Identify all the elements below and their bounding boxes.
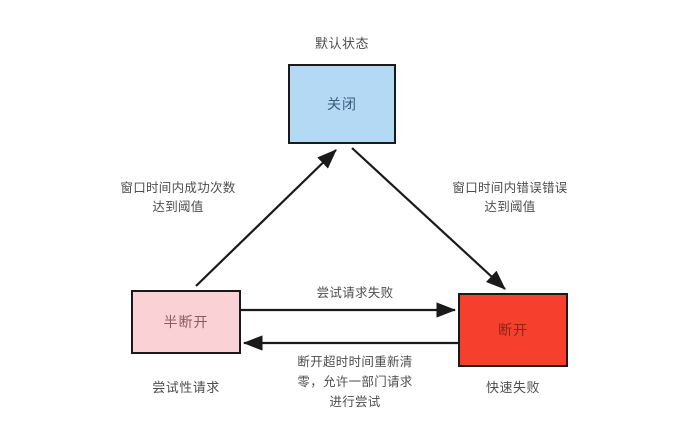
node-closed[interactable]: 关闭 bbox=[288, 64, 396, 144]
edge-half-open-to-closed bbox=[195, 149, 337, 287]
node-half-open[interactable]: 半断开 bbox=[131, 290, 241, 354]
node-open[interactable]: 断开 bbox=[458, 293, 568, 367]
node-half-open-caption: 尝试性请求 bbox=[152, 381, 220, 396]
node-half-open-label: 半断开 bbox=[163, 315, 209, 331]
edge-label-half-open-to-open: 尝试请求失败 bbox=[316, 285, 394, 300]
edge-closed-to-open bbox=[351, 147, 506, 290]
node-open-caption: 快速失败 bbox=[485, 381, 540, 396]
node-open-label: 断开 bbox=[498, 323, 528, 339]
edge-label-open-to-half-open: 断开超时时间重新清 零，允许一部门请求 进行尝试 bbox=[297, 354, 413, 409]
edge-label-closed-to-open: 窗口时间内错误错误 达到阈值 bbox=[452, 180, 568, 214]
edge-label-half-open-to-closed: 窗口时间内成功次数 达到阈值 bbox=[120, 180, 236, 214]
node-closed-caption: 默认状态 bbox=[314, 37, 369, 52]
node-closed-label: 关闭 bbox=[327, 97, 357, 113]
